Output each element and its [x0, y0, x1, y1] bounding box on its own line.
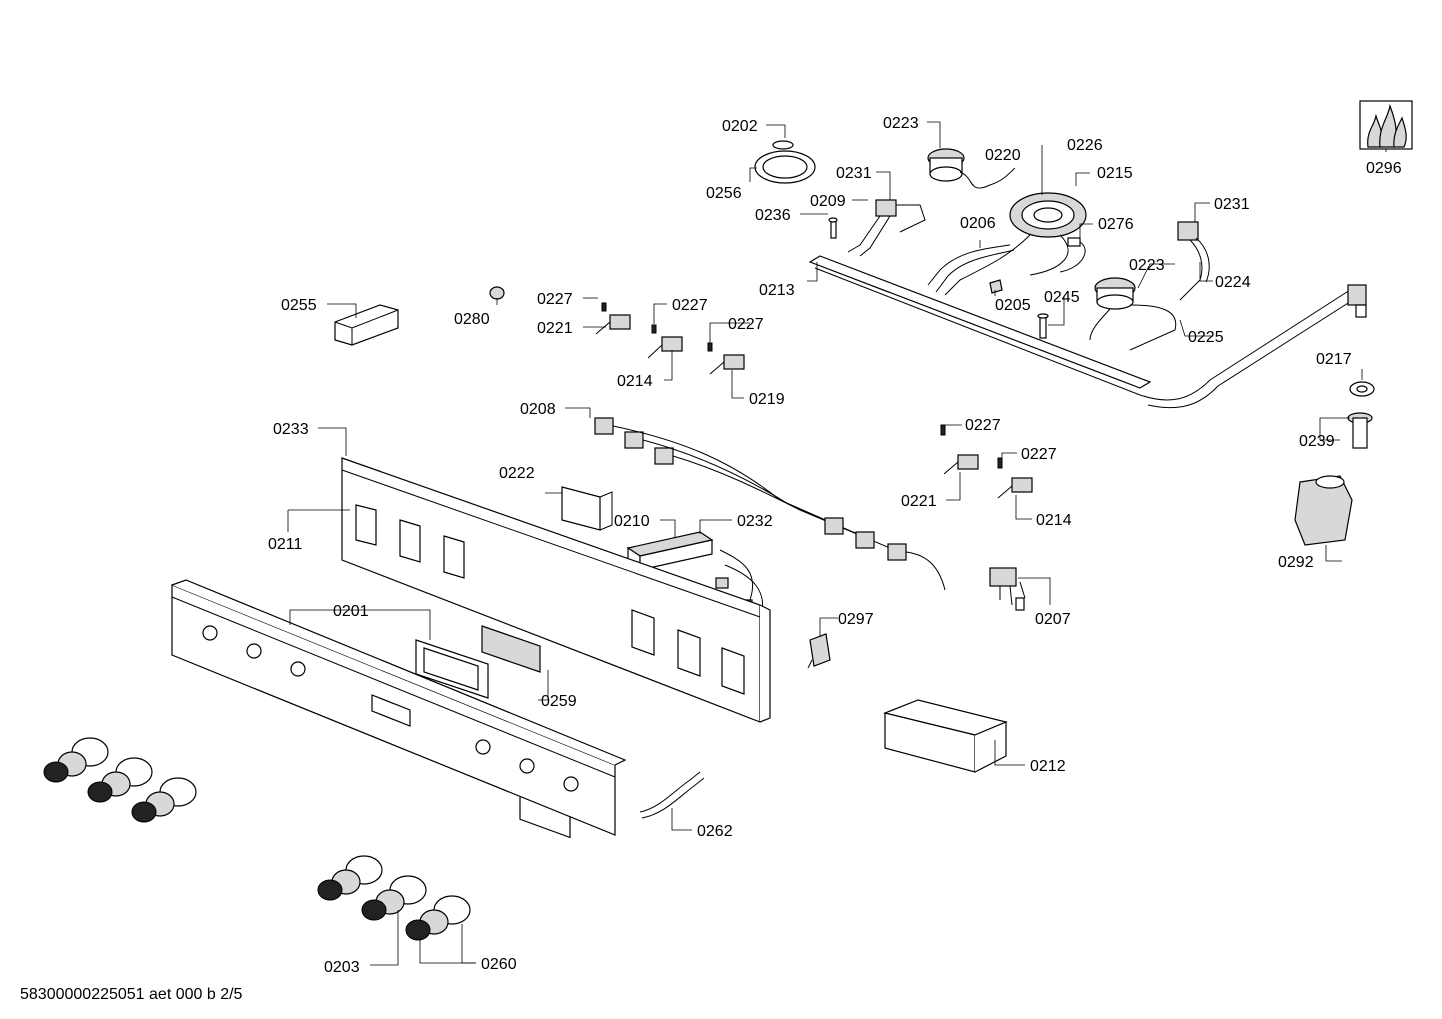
document-code: 58300000225051 aet 000 b 2/5 — [20, 986, 243, 1003]
label-0220: 0220 — [985, 147, 1021, 164]
ignition-valve-part-0221-right — [940, 424, 979, 475]
label-0255: 0255 — [281, 297, 317, 314]
label-0236: 0236 — [755, 207, 791, 224]
label-0232: 0232 — [737, 513, 773, 530]
label-0262: 0262 — [697, 823, 733, 840]
gas-rail-part-0213 — [808, 255, 1367, 409]
valve-part-0231-right — [1177, 221, 1210, 301]
label-0227: 0227 — [1021, 446, 1057, 463]
screw-part-0236 — [828, 217, 838, 239]
ignition-valve-part-0214-right — [997, 457, 1033, 499]
bolt-part-0239 — [1347, 412, 1373, 449]
label-0227: 0227 — [728, 316, 764, 333]
label-0239: 0239 — [1299, 433, 1335, 450]
label-0206: 0206 — [960, 215, 996, 232]
label-0227: 0227 — [672, 297, 708, 314]
label-0221: 0221 — [537, 320, 573, 337]
ignition-valve-part-0219 — [707, 342, 745, 375]
label-0214-right: 0214 — [1036, 512, 1072, 529]
clip-part-0280 — [489, 286, 505, 300]
label-0209: 0209 — [810, 193, 846, 210]
label-0201: 0201 — [333, 603, 369, 620]
label-0233: 0233 — [273, 421, 309, 438]
knob-icon — [405, 895, 471, 941]
label-0223-right: 0223 — [1129, 257, 1165, 274]
label-0225: 0225 — [1188, 329, 1224, 346]
label-0259: 0259 — [541, 693, 577, 710]
valve-part-0231-left — [847, 199, 926, 257]
label-0227: 0227 — [965, 417, 1001, 434]
pipe-part-0206 — [927, 244, 1015, 293]
cable-part-0262 — [639, 771, 705, 819]
label-0202: 0202 — [722, 118, 758, 135]
burner-cup-part-0223-right — [1089, 277, 1177, 351]
label-0276: 0276 — [1098, 216, 1134, 233]
label-0292: 0292 — [1278, 554, 1314, 571]
label-0207: 0207 — [1035, 611, 1071, 628]
switch-part-0207 — [989, 567, 1026, 611]
wiring-harness-part-0208 — [594, 417, 946, 591]
label-0231: 0231 — [836, 165, 872, 182]
ignition-valve-part-0221 — [595, 302, 631, 335]
label-0205: 0205 — [995, 297, 1031, 314]
clip-part-0205 — [989, 279, 1003, 294]
label-0210: 0210 — [614, 513, 650, 530]
cover-part-0212 — [883, 699, 1008, 773]
label-0256: 0256 — [706, 185, 742, 202]
terminal-strip-part-0210 — [626, 531, 714, 572]
display-module-part-0259 — [415, 625, 541, 699]
label-0245: 0245 — [1044, 289, 1080, 306]
leader-lines — [287, 121, 1387, 966]
label-0280: 0280 — [454, 311, 490, 328]
label-0224: 0224 — [1215, 274, 1251, 291]
label-0215: 0215 — [1097, 165, 1133, 182]
burner-part-0226 — [944, 192, 1087, 296]
label-0222: 0222 — [499, 465, 535, 482]
label-0219: 0219 — [749, 391, 785, 408]
label-0211: 0211 — [268, 536, 303, 553]
switch-part-0297 — [807, 633, 831, 669]
burner-cup-part-0223 — [927, 148, 1016, 189]
label-0297: 0297 — [838, 611, 874, 628]
label-0213: 0213 — [759, 282, 795, 299]
label-0221-right: 0221 — [901, 493, 937, 510]
bracket-part-0222 — [561, 486, 613, 531]
regulator-part-0292 — [1294, 475, 1353, 546]
washer-part-0217 — [1349, 381, 1375, 397]
label-0212: 0212 — [1030, 758, 1066, 775]
label-0296: 0296 — [1366, 160, 1402, 177]
knob-icon — [87, 757, 153, 803]
ignition-valve-part-0214 — [647, 324, 683, 359]
front-panel-part-0201 — [171, 579, 627, 836]
knob-group-bottom — [317, 855, 471, 941]
knob-icon — [131, 777, 197, 823]
label-0223: 0223 — [883, 115, 919, 132]
knob-icon — [361, 875, 427, 921]
burner-ring-part-0256 — [754, 140, 816, 184]
label-0208: 0208 — [520, 401, 556, 418]
label-0231-right: 0231 — [1214, 196, 1250, 213]
label-0227: 0227 — [537, 291, 573, 308]
label-0260: 0260 — [481, 956, 517, 973]
knob-icon — [317, 855, 383, 901]
back-panel-cutouts — [355, 504, 745, 695]
knob-icon — [43, 737, 109, 783]
flame-symbol-part-0296 — [1359, 100, 1413, 150]
label-0203: 0203 — [324, 959, 360, 976]
connector-part-0276 — [1059, 237, 1086, 273]
terminal-block-part-0255 — [334, 304, 399, 346]
label-0226: 0226 — [1067, 137, 1103, 154]
screw-part-0245 — [1037, 313, 1049, 339]
knob-group-left — [43, 737, 197, 823]
label-0217: 0217 — [1316, 351, 1352, 368]
label-0214: 0214 — [617, 373, 653, 390]
part-labels: 0202 0223 0220 0226 0215 0256 0231 0209 … — [268, 115, 1402, 976]
